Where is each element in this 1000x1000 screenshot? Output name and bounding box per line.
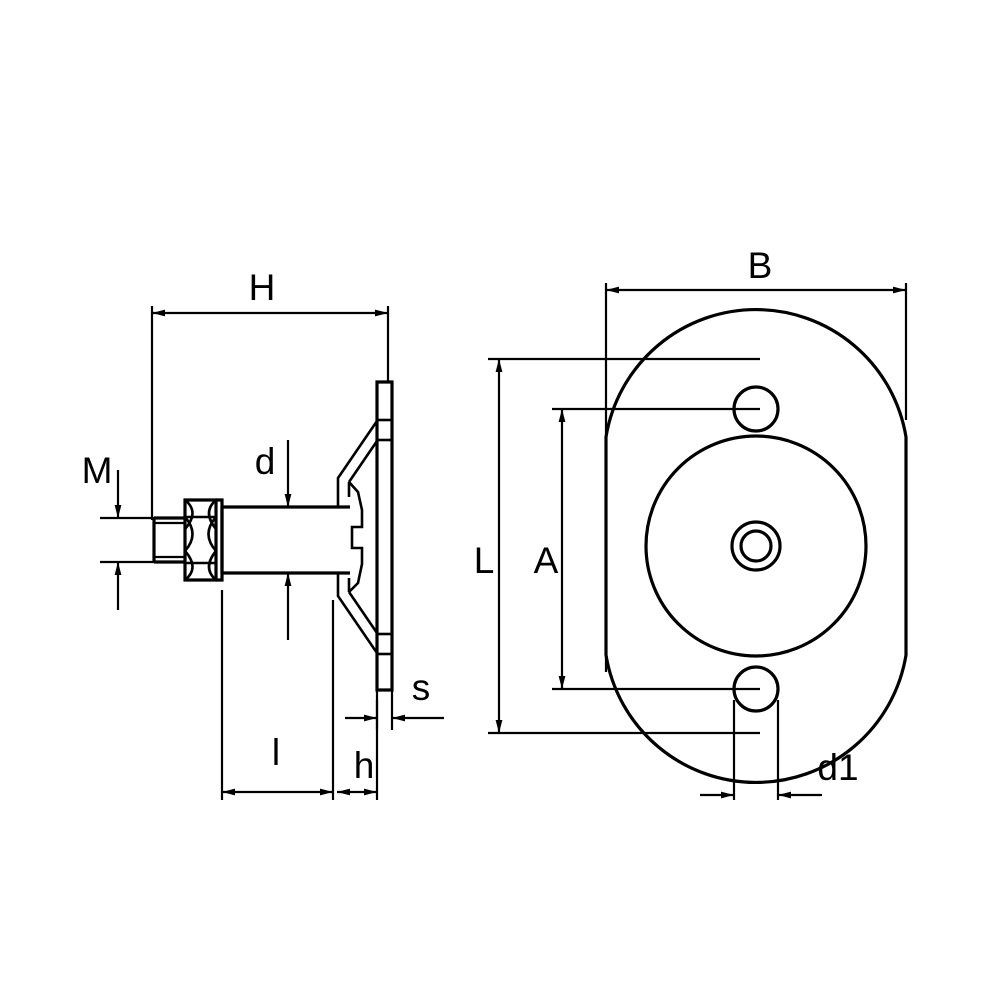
dimension-d1: d1 [700,700,859,800]
threaded-stud [152,516,185,564]
flange-cone-body [336,420,379,654]
dimension-s: s [345,667,444,730]
dimension-l: l [220,590,335,800]
dimension-label-d1: d1 [817,747,858,788]
dimension-L: L [474,357,760,735]
dimension-label-A: A [534,540,559,581]
main-shaft [220,497,350,578]
center-bore-outer-circle [730,520,782,572]
dimension-label-B: B [748,245,773,286]
dimension-M: M [82,450,172,610]
hex-nut [183,498,224,582]
mounting-plate-outline [604,307,908,785]
dimension-label-L: L [474,540,495,581]
front-view: B L A d1 [474,245,908,800]
dimension-d: d [255,440,292,640]
dimension-label-s: s [412,667,431,708]
inner-boss-circle [644,434,868,658]
dimension-label-l: l [272,732,280,773]
dimension-h: h [337,700,379,800]
dimension-B: B [604,245,908,672]
dimension-label-M: M [82,450,113,491]
dimension-H: H [150,267,390,520]
dimension-label-d: d [255,441,276,482]
rubber-element-profile [347,481,364,593]
flange-plate [375,380,394,692]
side-section-view: H M d l h [82,267,444,800]
dimension-label-h: h [354,745,375,786]
dimension-A: A [534,407,760,691]
center-bore-inner-circle [739,529,773,563]
dimension-label-H: H [249,267,276,308]
